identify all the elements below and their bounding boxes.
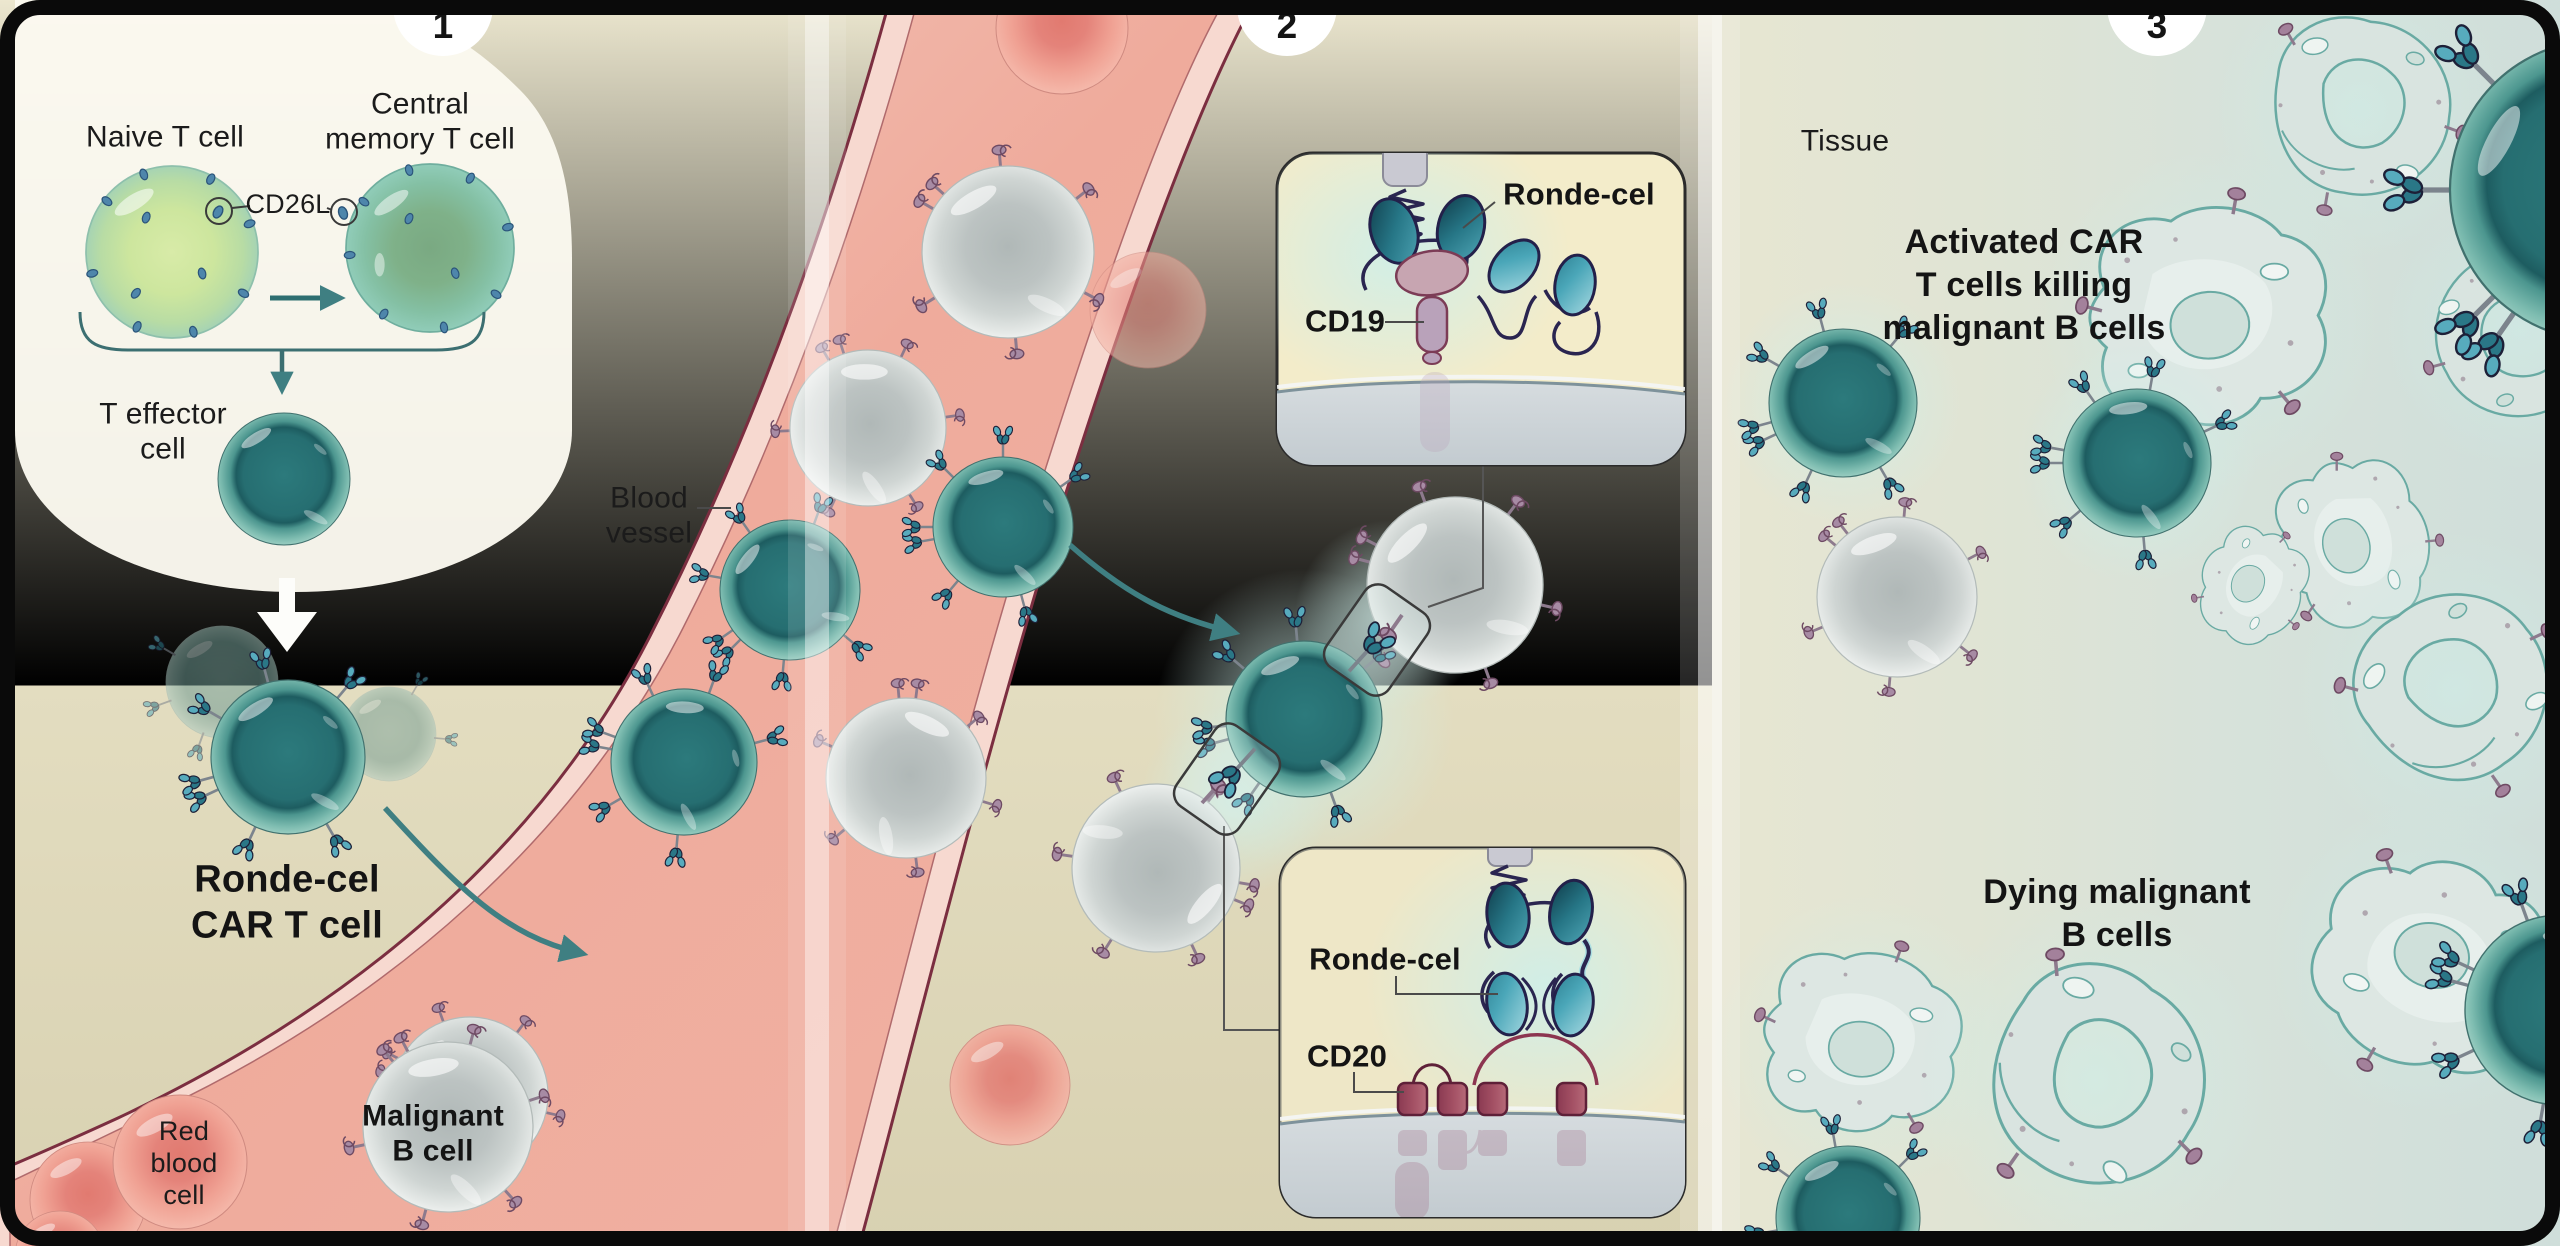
scfv-domain: [1553, 253, 1597, 317]
central-memory-t-cell-label: Central memory T cell: [325, 87, 515, 156]
ronde-cel-car-t-label: Ronde-cel CAR T cell: [190, 858, 384, 946]
scfv-domain: [1487, 238, 1541, 294]
cd19-inset-ronde-cel-label: Ronde-cel: [1503, 176, 1655, 212]
b-cell-membrane: [1280, 1113, 1685, 1217]
car-stem: [1487, 848, 1533, 867]
cd20-antigen: [1476, 1081, 1509, 1117]
activated-car-t-label: Activated CAR T cells killing malignant …: [1882, 222, 2166, 347]
malignant-b-cell-label: Malignant B cell: [362, 1099, 504, 1168]
t-effector-cell-label: T effector cell: [99, 397, 227, 466]
cd20-antigen: [1396, 1081, 1429, 1117]
panel-dividers: [788, 0, 1740, 1246]
scfv-domain: [1551, 972, 1595, 1038]
step-1-number: 1: [432, 5, 454, 47]
cd20-loop: [1472, 1033, 1599, 1086]
t-cell-maturation: [14, 164, 589, 1246]
red-blood-cell: [1089, 251, 1207, 369]
inset-cd19: [1275, 151, 1687, 467]
blood-vessel-label: Blood vessel: [605, 481, 693, 550]
cd26l-callout-circle: [330, 198, 358, 226]
cd20-loop: [1411, 1063, 1453, 1086]
b-cell-membrane: [1277, 381, 1685, 465]
step-2-number: 2: [1276, 5, 1298, 47]
inset-cd20: [1278, 846, 1687, 1219]
scfv-domain: [1485, 881, 1531, 949]
cd26l-label: CD26L: [245, 189, 331, 220]
cd26l-callout-circle: [205, 197, 233, 225]
dying-b-cells-label: Dying malignant B cells: [1983, 873, 2251, 954]
cd20-inset-ronde-cel-label: Ronde-cel: [1309, 941, 1461, 977]
naive-t-cell: [86, 166, 258, 338]
car-stem: [1382, 153, 1428, 187]
ronde-cel-pointer: [1462, 201, 1496, 229]
tissue-label: Tissue: [1800, 124, 1890, 158]
scfv-domain: [1485, 971, 1529, 1037]
t-effector-cell: [217, 412, 351, 546]
naive-t-cell-label: Naive T cell: [85, 120, 245, 154]
cd20-antigen: [1555, 1081, 1588, 1117]
cd19-inset-connector: [1427, 466, 1484, 608]
red-blood-cell: [949, 1024, 1071, 1146]
into-vessel-arrow: [382, 806, 589, 963]
red-blood-cell-label: Red blood cell: [150, 1116, 218, 1210]
scfv-domain: [1548, 878, 1594, 946]
tissue-panel-content: [1712, 0, 2560, 1246]
to-car-t-arrow: [257, 578, 317, 652]
step-3-number: 3: [2146, 5, 2168, 47]
cd20-inset-connector: [1223, 826, 1281, 1031]
vessel-exit-arrow: [1068, 542, 1241, 642]
cd19-label: CD19: [1304, 303, 1386, 339]
car-t-binding-scene: [1030, 453, 1580, 1031]
cd20-antigen: [1436, 1081, 1469, 1117]
cd19-stalk: [1415, 295, 1449, 354]
cd20-label: CD20: [1306, 1038, 1388, 1074]
cd19-antigen-head: [1394, 249, 1470, 297]
ronde-cel-pointer: [1395, 976, 1498, 995]
cd20-pointer: [1353, 1072, 1404, 1093]
